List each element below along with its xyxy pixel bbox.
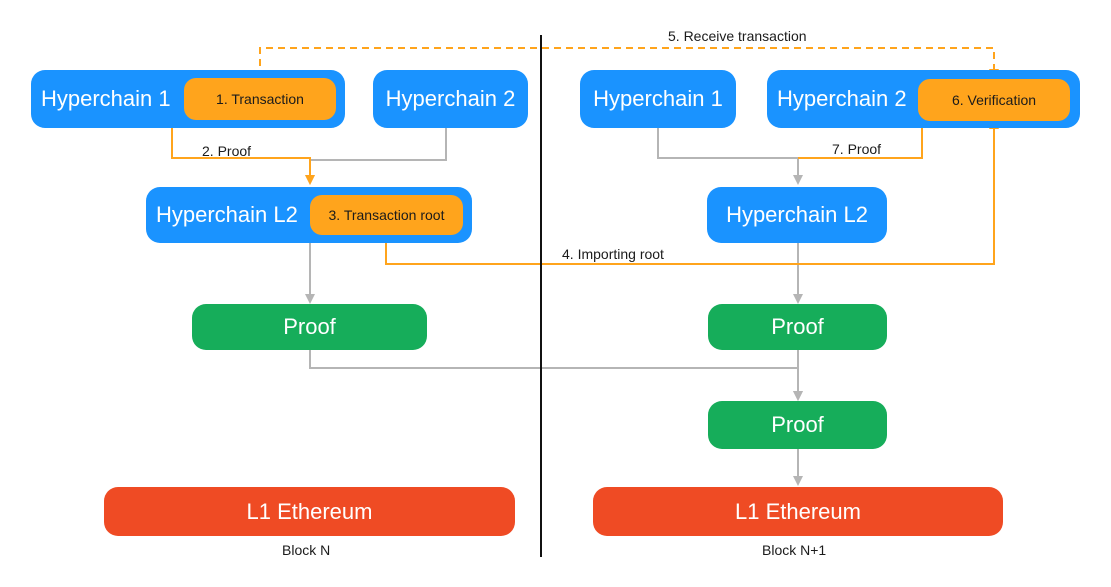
connector-proof-n-to-proof-lower <box>309 350 803 401</box>
proof-node-upper-n1: Proof <box>708 304 887 350</box>
hyperchain-1-label-n1: Hyperchain 1 <box>593 86 723 111</box>
block-divider <box>540 35 542 557</box>
hyperchain-1-node-n1: Hyperchain 1 <box>580 70 736 128</box>
proof-upper-label-n1: Proof <box>771 314 824 339</box>
transaction-step-label: 1. Transaction <box>216 91 304 107</box>
receive-transaction-label: 5. Receive transaction <box>668 28 807 44</box>
connector-hyperchain-2-to-l2 <box>305 128 447 185</box>
importing-root-label: 4. Importing root <box>562 246 664 262</box>
hyperchain-1-label: Hyperchain 1 <box>41 86 171 111</box>
proof-label: Proof <box>283 314 336 339</box>
hyperchain-l2-label: Hyperchain L2 <box>156 202 298 227</box>
transaction-step-box: 1. Transaction <box>184 78 336 120</box>
hyperchain-l2-node-n1: Hyperchain L2 <box>707 187 887 243</box>
connector-step-2-proof <box>171 128 315 185</box>
hyperchain-l2-label-n1: Hyperchain L2 <box>726 202 868 227</box>
connector-step-4-importing-root <box>385 119 999 265</box>
proof-lower-label-n1: Proof <box>771 412 824 437</box>
l1-ethereum-node-n1: L1 Ethereum <box>593 487 1003 536</box>
proof-step-2-label: 2. Proof <box>202 143 252 159</box>
l1-ethereum-node: L1 Ethereum <box>104 487 515 536</box>
l1-ethereum-label: L1 Ethereum <box>246 498 373 524</box>
verification-step-label: 6. Verification <box>951 92 1037 108</box>
transaction-root-step-label: 3. Transaction root <box>328 207 445 223</box>
transaction-root-step-box: 3. Transaction root <box>310 195 463 235</box>
l1-ethereum-label-n1: L1 Ethereum <box>735 498 861 524</box>
proof-node: Proof <box>192 304 427 350</box>
hyperchain-2-label-n1: Hyperchain 2 <box>777 86 907 111</box>
connector-step-7-proof <box>798 122 923 159</box>
proof-step-7-label: 7. Proof <box>832 141 882 157</box>
connector-step-5-receive-transaction <box>259 47 999 79</box>
verification-step-box: 6. Verification <box>918 79 1070 121</box>
hyperchain-2-node: Hyperchain 2 <box>373 70 528 128</box>
hyperchain-2-label: Hyperchain 2 <box>385 86 516 111</box>
connector-hyperchain-1-to-l2-n1 <box>657 128 803 185</box>
block-n-caption: Block N <box>282 542 331 558</box>
block-n1-caption: Block N+1 <box>762 542 827 558</box>
proof-node-lower-n1: Proof <box>708 401 887 449</box>
